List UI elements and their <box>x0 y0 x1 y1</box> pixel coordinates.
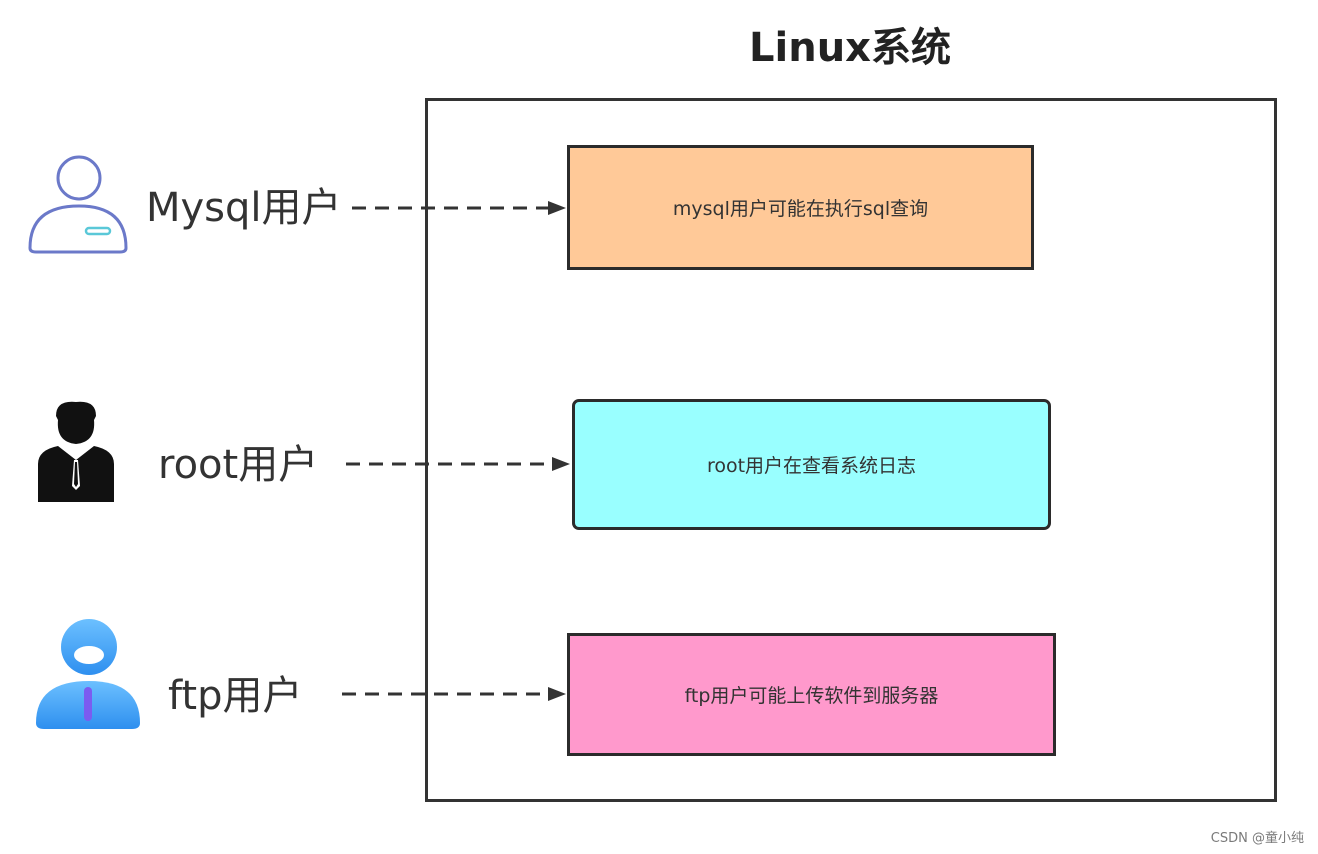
process-box-ftp: ftp用户可能上传软件到服务器 <box>567 633 1056 756</box>
arrow-mysql <box>352 201 566 215</box>
user-label-root: root用户 <box>158 442 319 488</box>
process-box-mysql: mysql用户可能在执行sql查询 <box>567 145 1034 270</box>
watermark: CSDN @童小纯 <box>1210 831 1304 846</box>
businessman-icon <box>38 401 114 502</box>
arrow-root <box>346 457 570 471</box>
linux-system-frame <box>425 98 1277 802</box>
user-label-ftp: ftp用户 <box>168 673 303 719</box>
user-blue-icon <box>36 619 140 729</box>
process-box-root: root用户在查看系统日志 <box>572 399 1051 530</box>
arrow-ftp <box>342 687 566 701</box>
user-outline-icon <box>28 155 128 254</box>
user-label-mysql: Mysql用户 <box>146 185 342 231</box>
diagram-title: Linux系统 <box>749 25 951 71</box>
